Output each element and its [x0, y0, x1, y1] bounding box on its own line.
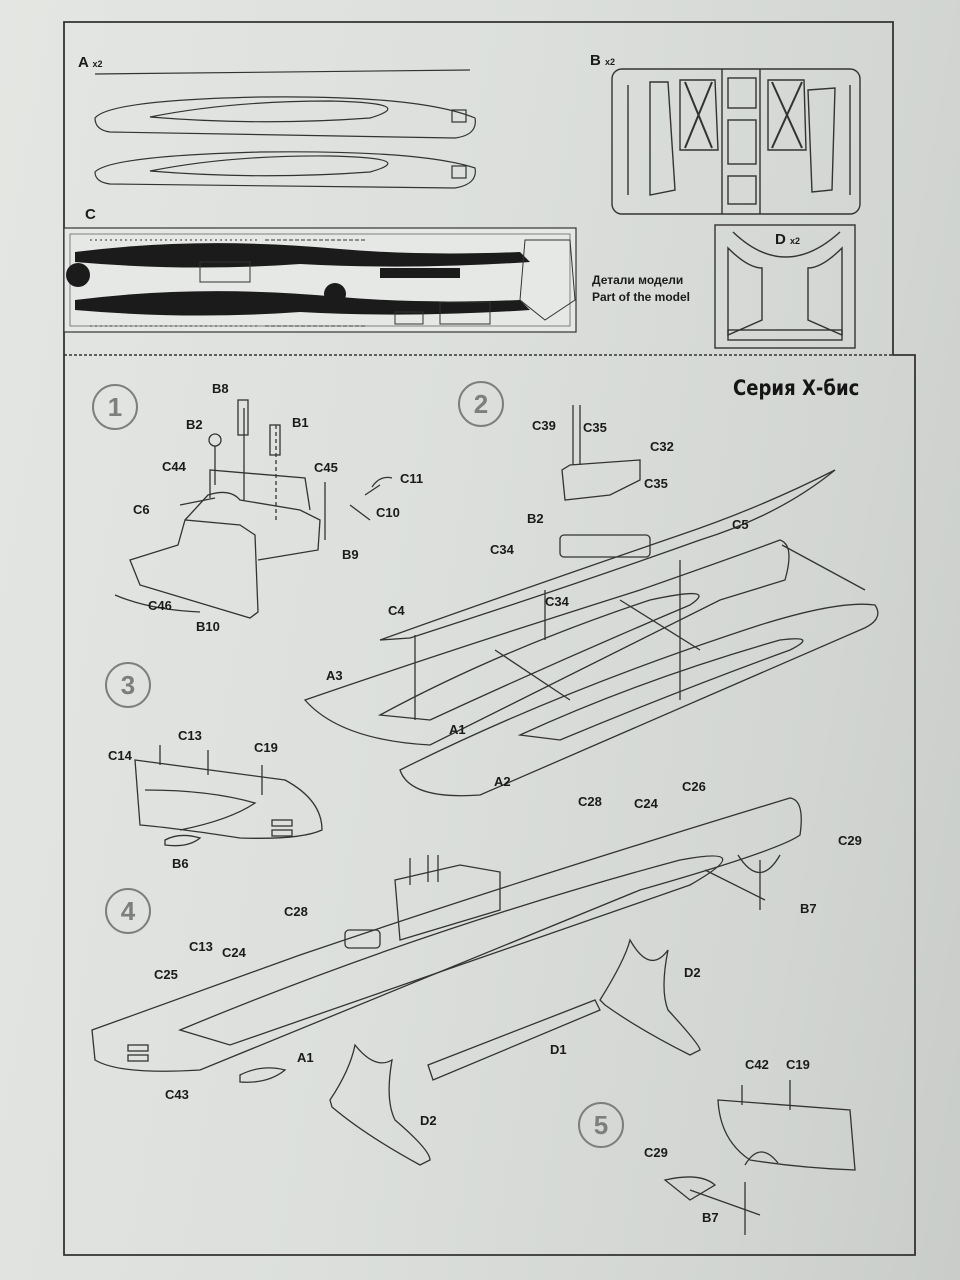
callout-c19-step5: C19 — [786, 1057, 810, 1072]
callout-d1: D1 — [550, 1042, 567, 1057]
callout-c42: C42 — [745, 1057, 769, 1072]
sprue-a-count: x2 — [92, 59, 103, 69]
callout-a1-step2: A1 — [449, 722, 466, 737]
page-frame — [63, 21, 916, 1256]
sprue-b-letter: B — [590, 52, 601, 69]
callout-d2-left: D2 — [420, 1113, 437, 1128]
series-title: Серия Х-бис — [733, 376, 860, 400]
caption-english: Part of the model — [592, 290, 691, 304]
callout-c45: C45 — [314, 460, 338, 475]
step1-conning-tower — [114, 399, 393, 619]
sprue-d-letter: D — [775, 231, 786, 248]
sprue-c-label: C — [85, 207, 96, 222]
sprue-a-letter: A — [78, 54, 89, 71]
callout-c29-step5: C29 — [644, 1145, 668, 1160]
sprue-d-count: x2 — [790, 236, 801, 246]
callout-c39: C39 — [532, 418, 556, 433]
callout-c6: C6 — [133, 502, 150, 517]
callout-a3: A3 — [326, 668, 343, 683]
callout-c34-left: C34 — [490, 542, 514, 557]
callout-c43: C43 — [165, 1087, 189, 1102]
callout-b7-step4: B7 — [800, 901, 817, 916]
step4-full-hull — [91, 797, 802, 1166]
callout-b10: B10 — [196, 619, 220, 634]
callout-c34-bottom: C34 — [545, 594, 569, 609]
step2-hull-assembly — [303, 405, 879, 797]
callout-b9: B9 — [342, 547, 359, 562]
callout-c28-stern: C28 — [578, 794, 602, 809]
callout-a2: A2 — [494, 774, 511, 789]
callout-c19-step3: C19 — [254, 740, 278, 755]
callout-c4: C4 — [388, 603, 405, 618]
callout-c28-bow: C28 — [284, 904, 308, 919]
callout-c14: C14 — [108, 748, 132, 763]
callout-d2-right: D2 — [684, 965, 701, 980]
callout-c29-step4: C29 — [838, 833, 862, 848]
callout-c26: C26 — [682, 779, 706, 794]
callout-b8: B8 — [212, 381, 229, 396]
sprue-b-frame — [611, 68, 861, 215]
sprue-a-hull-halves — [94, 69, 476, 189]
callout-c11: C11 — [400, 471, 424, 486]
callout-c32: C32 — [650, 439, 674, 454]
sprue-d-label: D x2 — [775, 232, 800, 247]
sprue-c-letter: C — [85, 206, 96, 223]
callout-c24-bow: C24 — [222, 945, 246, 960]
step-2-number: 2 — [458, 381, 504, 427]
callout-c46: C46 — [148, 598, 172, 613]
callout-c10: C10 — [376, 505, 400, 520]
sprue-b-label: B x2 — [590, 53, 615, 68]
sprue-d-stand-frame — [714, 224, 856, 349]
callout-c35-bottom: C35 — [644, 476, 668, 491]
caption-russian: Детали модели — [592, 273, 684, 287]
step-1-number: 1 — [92, 384, 138, 430]
sprue-a-label: A x2 — [78, 55, 102, 70]
callout-c24-stern: C24 — [634, 796, 658, 811]
step3-stern — [134, 745, 323, 847]
callout-b6: B6 — [172, 856, 189, 871]
callout-b2: B2 — [186, 417, 203, 432]
callout-c13-step3: C13 — [178, 728, 202, 743]
callout-c25: C25 — [154, 967, 178, 982]
callout-b2-step2: B2 — [527, 511, 544, 526]
callout-c44: C44 — [162, 459, 186, 474]
callout-c35-top: C35 — [583, 420, 607, 435]
callout-c5: C5 — [732, 517, 749, 532]
step-5-number: 5 — [578, 1102, 624, 1148]
sprue-b-count: x2 — [605, 57, 616, 67]
sprue-c-photoetch — [63, 227, 577, 333]
callout-a1-step4: A1 — [297, 1050, 314, 1065]
step-4-number: 4 — [105, 888, 151, 934]
callout-b1: B1 — [292, 415, 309, 430]
step5-stern-rudder — [663, 1080, 856, 1235]
callout-b7-step5: B7 — [702, 1210, 719, 1225]
callout-c13-step4: C13 — [189, 939, 213, 954]
step-3-number: 3 — [105, 662, 151, 708]
